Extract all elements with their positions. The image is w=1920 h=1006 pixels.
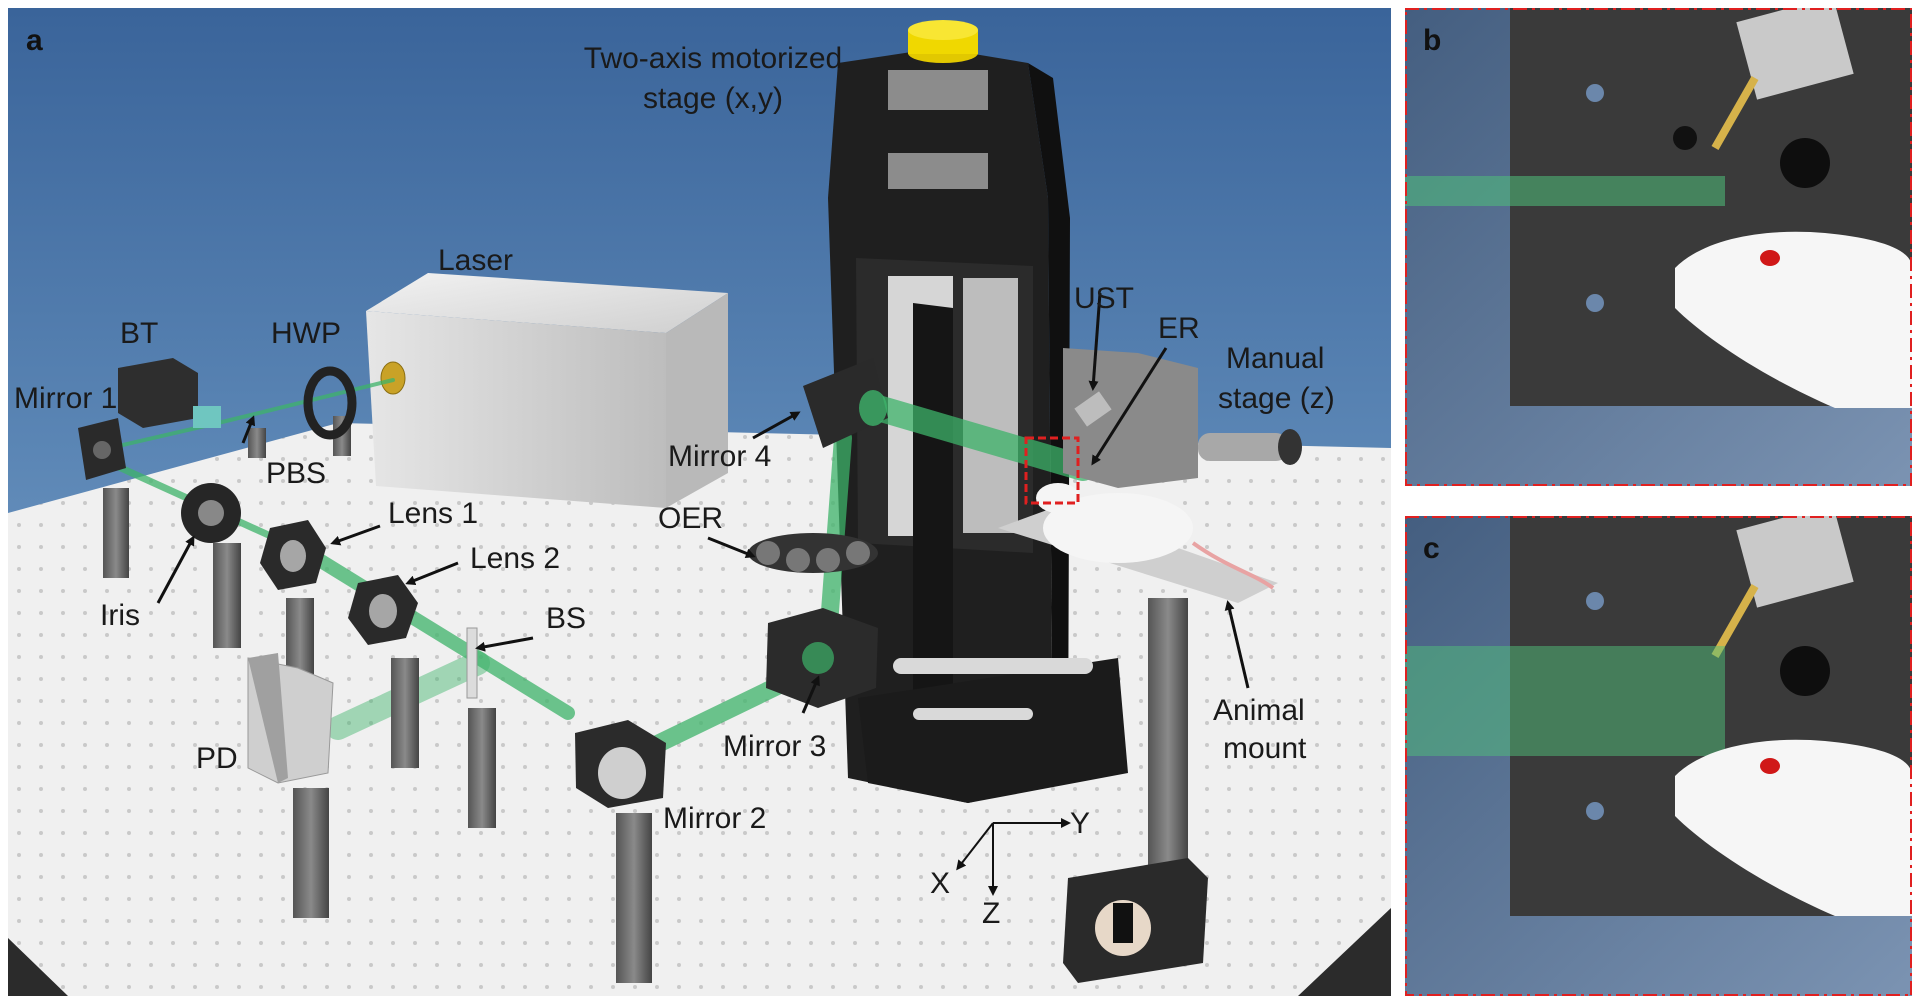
label-pd: PD [196, 742, 238, 775]
panel-a-letter: a [26, 24, 43, 57]
label-mirror-4: Mirror 4 [668, 440, 771, 473]
label-mirror-3: Mirror 3 [723, 730, 826, 763]
label-iris: Iris [100, 599, 140, 632]
axis-x-label: X [930, 867, 950, 900]
half-wave-plate [303, 366, 357, 440]
laser-box [366, 273, 728, 508]
label-hwp: HWP [271, 317, 341, 350]
panel-a: a Two-axis motorized stage (x,y) Laser B… [8, 8, 1391, 996]
label-oer: OER [658, 502, 723, 535]
label-manual-stage-line1: Manual [1226, 342, 1324, 375]
table-edge-left [8, 938, 68, 996]
axis-y-label: Y [1070, 807, 1090, 840]
label-bs: BS [546, 602, 586, 635]
expanded-beam [1405, 646, 1725, 756]
lens-2-mount [348, 575, 418, 645]
label-lens-2: Lens 2 [470, 542, 560, 575]
closeup-b: b [1405, 8, 1912, 486]
label-animal-mount-line1: Animal [1213, 694, 1305, 727]
transducer-body [1736, 516, 1854, 608]
label-ust: UST [1074, 282, 1134, 315]
lens-1-mount [260, 520, 326, 590]
panel-c-letter: c [1423, 532, 1440, 565]
coordinate-axes [956, 818, 1071, 896]
mirror-2-mount [575, 720, 666, 808]
motorized-stage [828, 20, 1128, 803]
label-mirror-1: Mirror 1 [14, 382, 117, 415]
label-stage-xy-line2: stage (x,y) [643, 82, 783, 115]
label-bt: BT [120, 317, 158, 350]
mirror-1-mount [78, 418, 126, 480]
label-er: ER [1158, 312, 1200, 345]
panel-b: b [1405, 8, 1912, 486]
label-pbs: PBS [266, 457, 326, 490]
objective-element-ring [748, 533, 878, 573]
beam-trap [118, 358, 221, 428]
panel-b-letter: b [1423, 24, 1441, 57]
label-animal-mount-line2: mount [1223, 732, 1307, 765]
ultrasound-transducer [1074, 391, 1112, 427]
label-stage-xy-line1: Two-axis motorized [584, 42, 842, 75]
setup-illustration: a Two-axis motorized stage (x,y) Laser B… [8, 8, 1391, 996]
panel-c: c [1405, 516, 1912, 996]
label-arrows [156, 292, 1250, 714]
mouse-head [1675, 739, 1912, 916]
label-manual-stage-line2: stage (z) [1218, 382, 1335, 415]
mirror-4-mount [803, 358, 888, 448]
post-mounts [103, 416, 1188, 983]
label-lens-1: Lens 1 [388, 497, 478, 530]
table-edge-right [1298, 908, 1391, 996]
label-mirror-2: Mirror 2 [663, 802, 766, 835]
axis-z-label: Z [982, 897, 1000, 930]
mirror-3-mount [766, 608, 878, 708]
magnetic-base [1063, 858, 1208, 983]
highlight-box [1024, 436, 1080, 505]
photodiode [247, 653, 334, 784]
mouse-head [1675, 231, 1912, 408]
iris-mount [181, 483, 241, 543]
beam-splitter [466, 627, 478, 699]
transducer-body [1736, 8, 1854, 100]
mouse [1036, 483, 1275, 590]
label-laser: Laser [438, 244, 513, 277]
beam [1405, 176, 1725, 206]
closeup-c: c [1405, 516, 1912, 996]
